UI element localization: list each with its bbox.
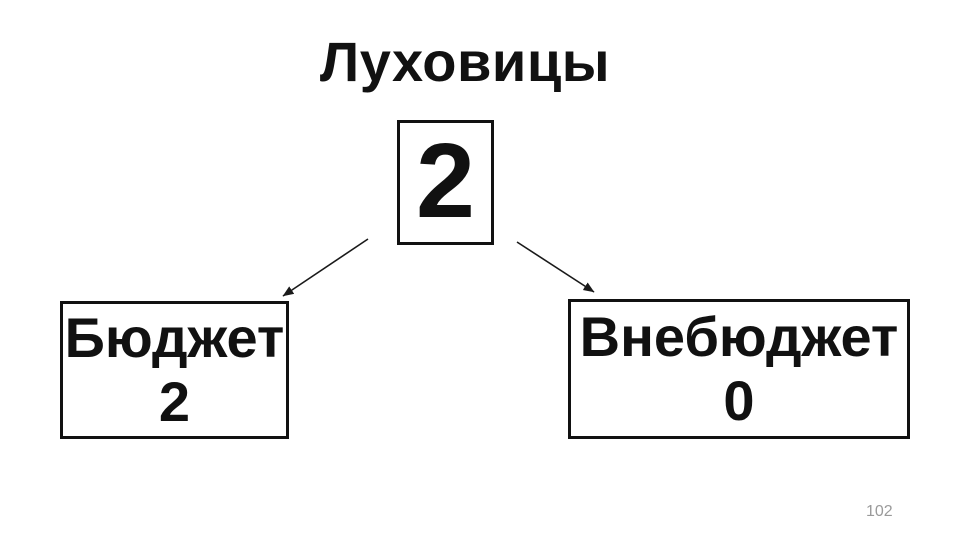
left-node-value: 2 [158,370,191,433]
arrow-to-left-node [282,238,369,297]
arrow-to-right-node [516,241,595,293]
left-node-box: Бюджет 2 [60,301,289,439]
right-node-value: 0 [723,369,755,432]
right-node-label: Внебюджет [579,305,899,368]
right-node-box: Внебюджет 0 [568,299,910,439]
root-node-value: 2 [416,121,475,240]
left-node-label: Бюджет [64,306,285,369]
slide-title: Луховицы [319,30,611,93]
page-number: 102 [866,503,893,520]
root-node-box: 2 [397,120,494,245]
